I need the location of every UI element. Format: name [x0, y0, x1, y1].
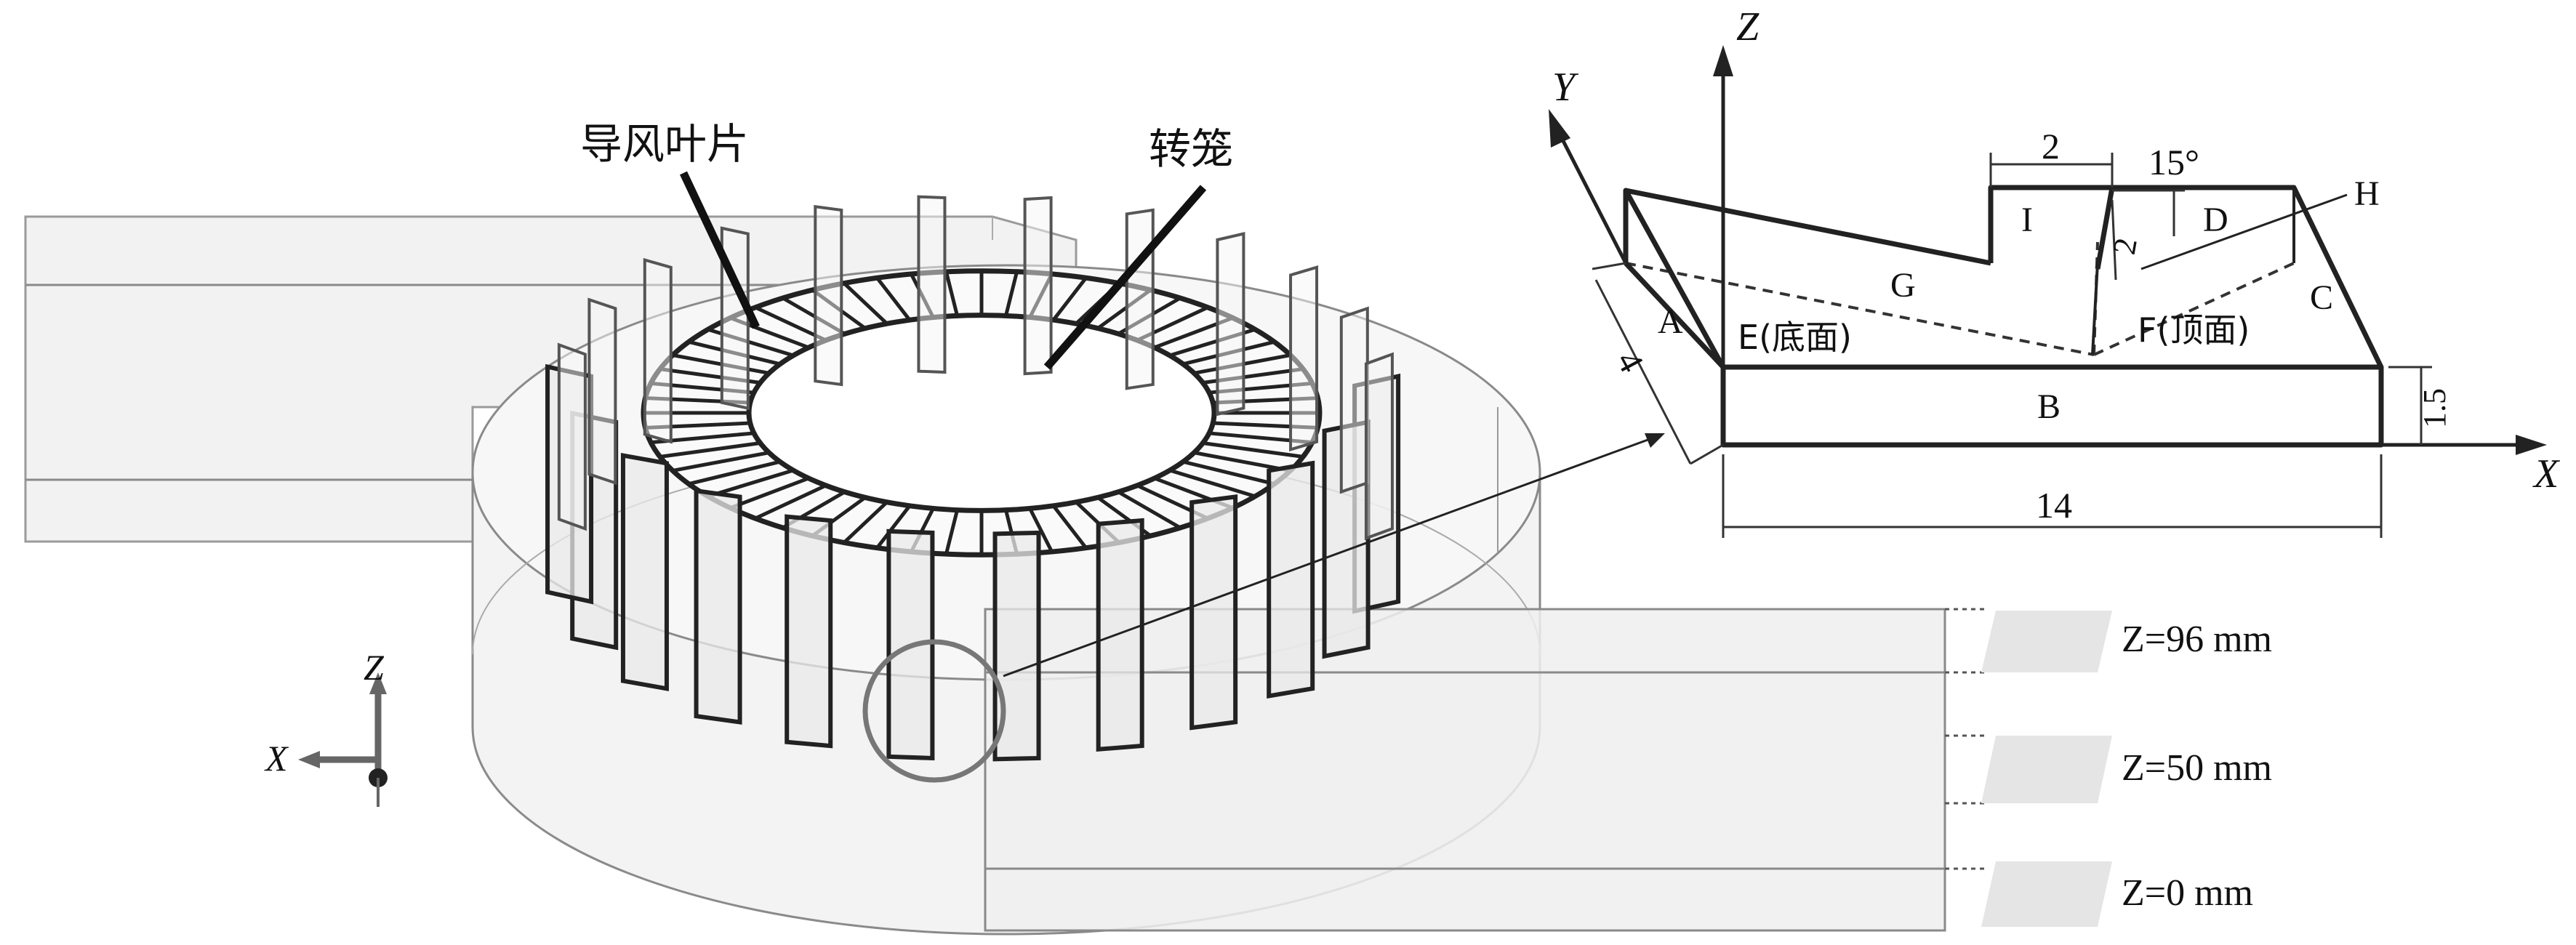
guide-vane — [814, 204, 843, 387]
cage-slot — [1028, 507, 1054, 553]
face-a-label: A — [1658, 302, 1683, 341]
cage-slot — [944, 510, 959, 555]
guide-vane — [643, 257, 673, 444]
guide-vane — [1023, 196, 1053, 376]
guide-vane — [557, 342, 587, 531]
section-plane-z96 — [1945, 608, 2112, 674]
detail-axis-y-label: Y — [1552, 65, 1579, 110]
leader-rotor-cage — [1043, 185, 1207, 370]
cage-slot — [688, 459, 781, 486]
cage-slot — [672, 451, 770, 472]
small-axis-triad: Z X — [264, 647, 388, 807]
detail-pointer-line — [1003, 435, 1658, 677]
guide-vane — [1364, 352, 1394, 541]
cage-slot — [659, 441, 761, 459]
dim-2-side: 2 — [2106, 236, 2144, 257]
face-c-label: C — [2310, 278, 2333, 317]
guide-vane — [1267, 460, 1315, 699]
guide-vanes — [545, 195, 1401, 762]
detail-circle — [862, 639, 1006, 783]
small-axis-x-label: X — [264, 738, 289, 779]
guide-vane — [992, 530, 1041, 762]
guide-vane — [1096, 518, 1144, 752]
outlet-duct — [984, 608, 1946, 932]
detail-axis-x-label: X — [2532, 451, 2561, 496]
cage-slot — [1169, 468, 1256, 499]
cage-slot — [1004, 271, 1019, 316]
h-leader — [2140, 193, 2348, 270]
guide-vane — [917, 195, 947, 374]
cage-slot — [1051, 504, 1088, 550]
guide-vane — [620, 453, 669, 691]
detail-axis-y — [1560, 137, 1628, 265]
dim-1-5: 1.5 — [2417, 388, 2452, 428]
cage-slot — [944, 271, 959, 316]
face-f-label: F(顶面) — [2138, 310, 2250, 350]
detail-view: Z X Y A B C — [1549, 4, 2561, 538]
cage-slot — [1051, 276, 1088, 321]
guide-vane — [1125, 208, 1155, 390]
cage-slot — [875, 276, 912, 321]
cage-slot — [843, 500, 888, 544]
guide-vane — [694, 488, 742, 725]
face-d-label: D — [2203, 201, 2228, 239]
guide-vane — [1289, 265, 1319, 452]
face-h-label: H — [2354, 174, 2380, 213]
section-plane-z50 — [1945, 734, 2112, 805]
label-z0: Z=0 mm — [2122, 872, 2253, 914]
cage-slot — [1117, 490, 1181, 530]
vane-block — [1623, 185, 2384, 448]
housing-assembly: Z=96 mm Z=50 mm Z=0 mm 导风叶片 转笼 Z X — [24, 119, 2272, 936]
dim-14: 14 — [2036, 485, 2072, 526]
label-rotor-cage: 转笼 — [1149, 124, 1233, 174]
arrow-head — [1549, 109, 1570, 148]
guide-vane — [1216, 232, 1245, 417]
dim-2-top: 2 — [2042, 126, 2060, 166]
dimension-lines — [1592, 153, 2432, 538]
guide-vane — [1339, 306, 1369, 494]
face-b-label: B — [2037, 387, 2061, 426]
label-z96: Z=96 mm — [2122, 619, 2272, 660]
cage-slot — [1203, 441, 1304, 459]
cage-slot — [754, 483, 827, 520]
arrow-head — [1713, 45, 1733, 76]
arrow-head — [1645, 433, 1665, 448]
face-e-label: E(底面) — [1738, 318, 1852, 357]
label-guide-vane: 导风叶片 — [580, 119, 749, 169]
cage-slot — [1182, 459, 1275, 486]
guide-vane — [587, 297, 617, 486]
section-plane-z0 — [1945, 861, 2112, 927]
cage-slot — [707, 468, 794, 499]
arrow-head — [2516, 435, 2547, 455]
small-axis-z-label: Z — [364, 647, 385, 688]
detail-axis-z-label: Z — [1736, 4, 1760, 49]
face-i-label: I — [2021, 201, 2033, 239]
leader-guide-vane — [680, 171, 760, 329]
guide-vane — [1189, 494, 1238, 731]
cage-slot — [843, 281, 888, 326]
cage-slot — [729, 476, 810, 510]
guide-vane — [785, 514, 833, 749]
face-g-label: G — [1890, 266, 1916, 305]
label-z50: Z=50 mm — [2122, 747, 2272, 789]
cage-slot — [875, 504, 912, 550]
dim-15deg: 15° — [2148, 142, 2199, 182]
